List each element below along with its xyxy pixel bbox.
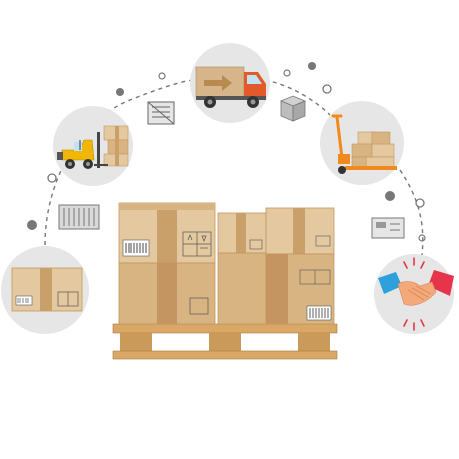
crate-icon (147, 101, 175, 125)
dashed-route-path (44, 79, 424, 256)
pallet-jack-circle (320, 101, 404, 185)
box-stack-circle (1, 246, 89, 334)
container-icon (58, 204, 100, 230)
pallet-top-board (112, 323, 338, 334)
box-middle-bottom (217, 252, 267, 325)
pallet-jack-icon (331, 114, 397, 174)
box-stack-icon (11, 267, 83, 312)
forklift-circle (53, 106, 133, 186)
forklift-icon (57, 125, 129, 169)
truck-circle (190, 43, 270, 123)
shipping-box-icon (371, 217, 405, 239)
decorative-dots (27, 62, 426, 242)
cube-icon (279, 95, 307, 122)
handshake-icon (378, 257, 454, 331)
delivery-truck-icon (195, 66, 266, 108)
handshake-circle (374, 254, 454, 334)
handling-symbols (182, 231, 212, 315)
barcode-label (122, 239, 150, 257)
pallet-boxes-icon (112, 202, 338, 360)
